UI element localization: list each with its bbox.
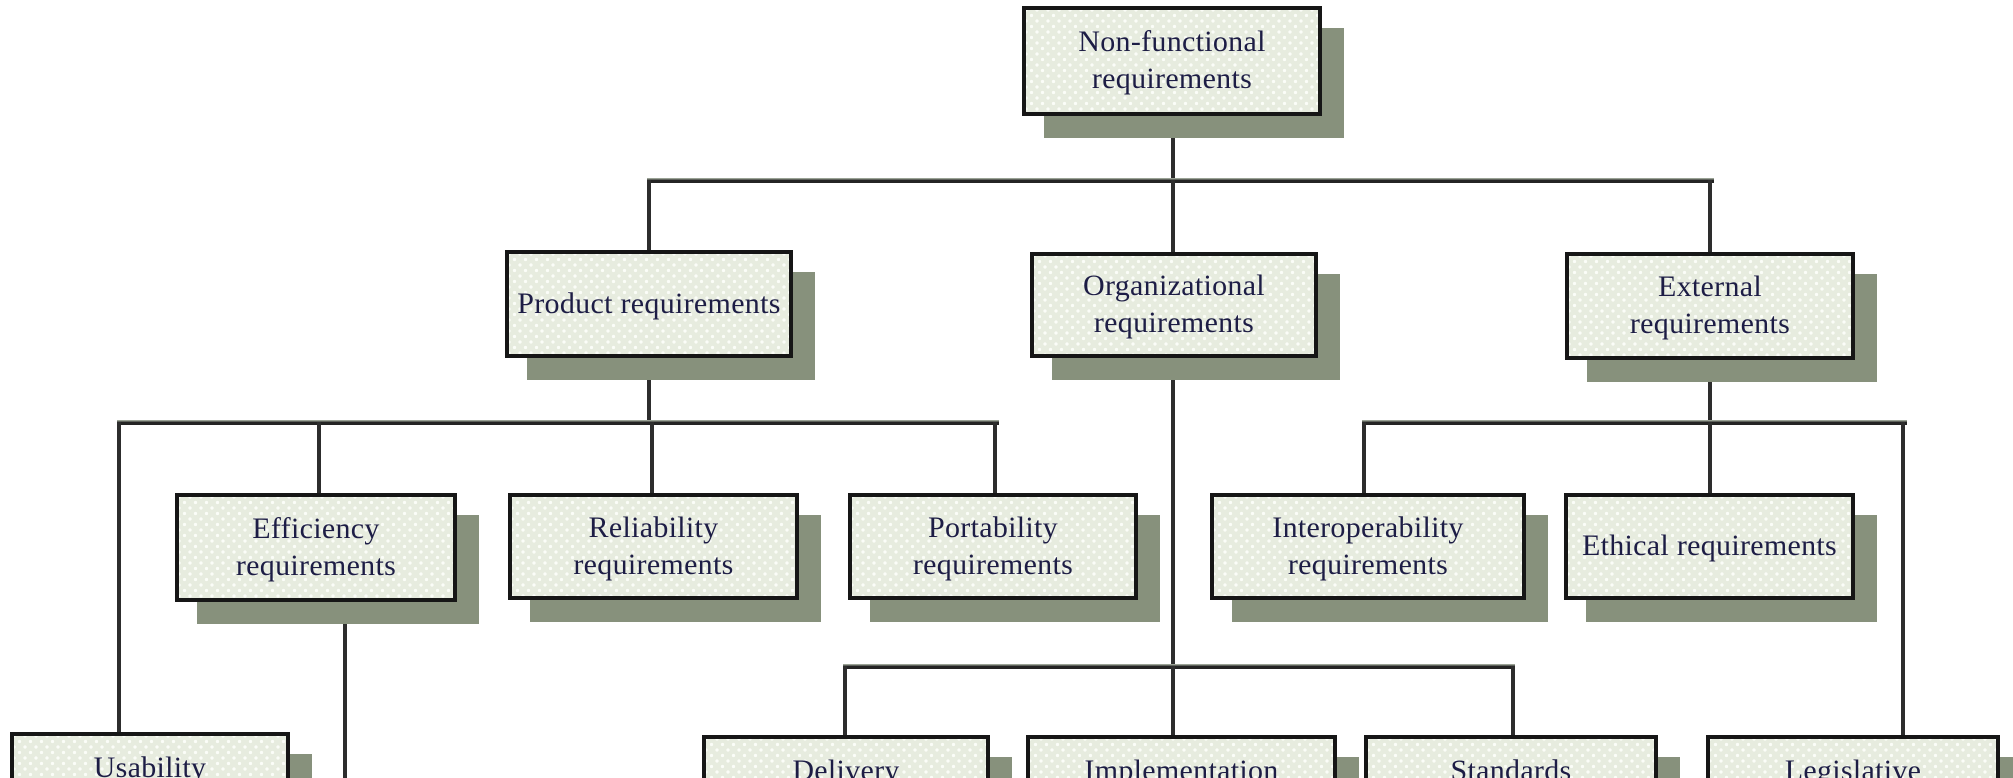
connector-line-17 [1708, 360, 1712, 424]
connector-line-12 [1171, 358, 1175, 668]
connector-line-1 [647, 178, 1714, 183]
node-ethical-label: Ethical requirements [1581, 529, 1838, 563]
connector-line-8 [317, 422, 321, 495]
connector-line-9 [650, 422, 654, 495]
connector-line-11 [343, 600, 347, 778]
node-portability-label: Portability requirements [912, 510, 1074, 581]
connector-line-20 [1708, 422, 1712, 495]
connector-line-5 [647, 358, 651, 424]
node-non-functional: Non-functional requirements [1022, 6, 1322, 116]
node-ethical: Ethical requirements [1564, 493, 1855, 600]
connector-line-16 [1511, 666, 1515, 737]
connector-line-19 [1362, 422, 1366, 495]
node-external-label: External requirements [1629, 270, 1791, 340]
node-non-functional-label: Non-functional requirements [1078, 25, 1266, 95]
connector-line-0 [1171, 116, 1175, 182]
node-implementation: Implementation [1026, 735, 1337, 778]
node-delivery: Delivery [702, 735, 990, 778]
node-portability: Portability requirements [848, 493, 1138, 600]
node-reliability-label: Reliability requirements [573, 510, 734, 581]
connector-line-15 [1171, 666, 1175, 737]
connector-line-6 [117, 420, 999, 425]
connector-line-18 [1362, 420, 1907, 425]
connector-line-21 [1901, 422, 1905, 737]
node-organizational-label: Organizational requirements [1083, 269, 1265, 339]
node-efficiency-label: Efficiency requirements [235, 511, 397, 582]
node-interoperability: Interoperability requirements [1210, 493, 1526, 600]
node-product: Product requirements [505, 250, 793, 358]
node-external: External requirements [1565, 252, 1855, 360]
connector-line-3 [1171, 180, 1175, 254]
connector-line-2 [647, 180, 651, 252]
node-product-label: Product requirements [517, 286, 781, 320]
node-standards-label: Standards [1450, 754, 1572, 778]
node-implementation-label: Implementation [1084, 754, 1279, 778]
node-usability: Usability [10, 732, 290, 778]
connector-line-14 [843, 666, 847, 737]
node-efficiency: Efficiency requirements [175, 493, 457, 602]
connector-line-13 [843, 664, 1515, 669]
connector-line-7 [117, 422, 121, 734]
node-legislative: Legislative [1706, 735, 2000, 778]
connector-line-4 [1708, 180, 1712, 254]
node-standards: Standards [1364, 735, 1658, 778]
node-usability-label: Usability [93, 751, 207, 778]
node-reliability: Reliability requirements [508, 493, 799, 600]
node-delivery-label: Delivery [792, 754, 900, 778]
node-legislative-label: Legislative [1784, 754, 1922, 778]
node-organizational: Organizational requirements [1030, 252, 1318, 358]
node-interoperability-label: Interoperability requirements [1272, 510, 1464, 581]
connector-line-10 [993, 422, 997, 495]
